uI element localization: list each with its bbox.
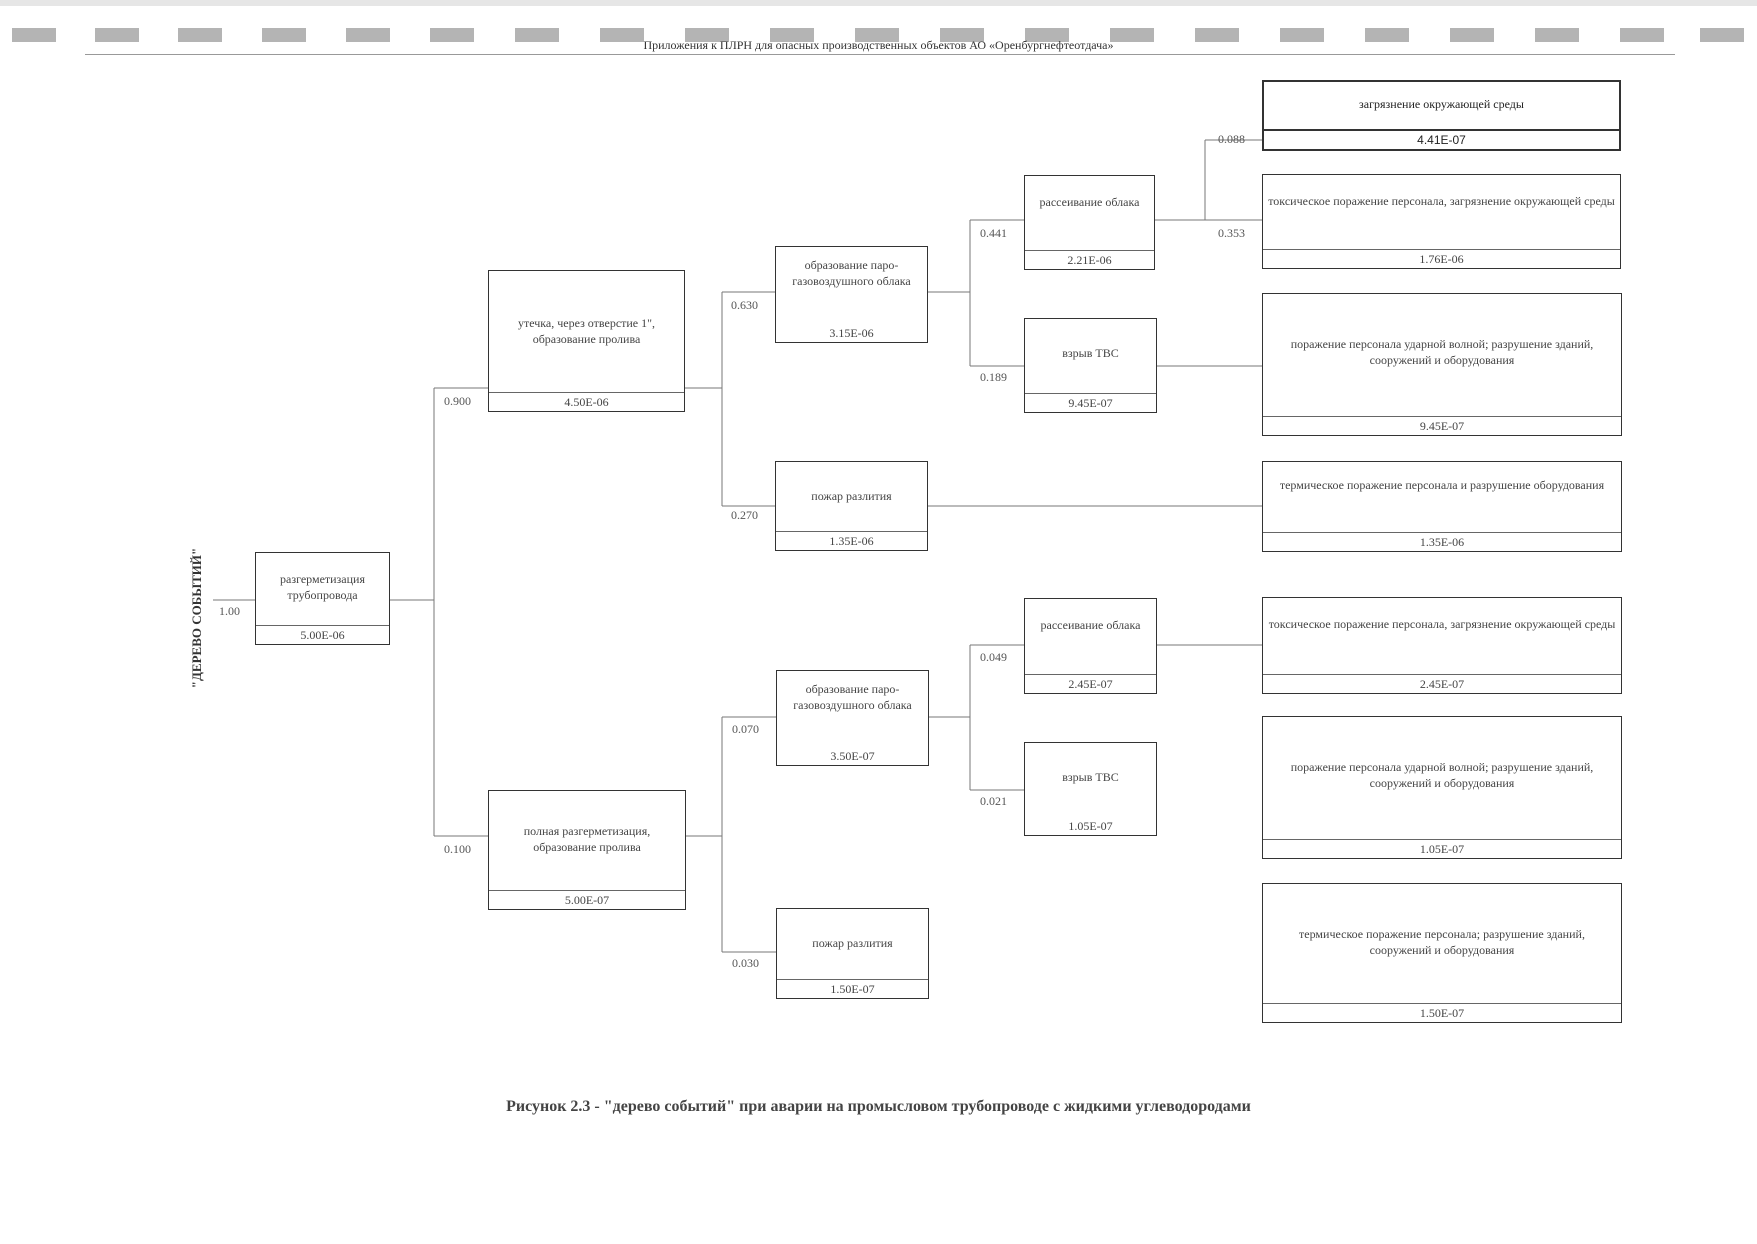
scan-mark — [1620, 28, 1664, 42]
outcome-4-label: термическое поражение персонала и разруш… — [1279, 478, 1605, 492]
pool-fire-2-label: пожар разлития — [812, 936, 893, 950]
prob-dispersion-1: 0.441 — [980, 226, 1007, 240]
cloud-formation-1-box: образование паро-газовоздушного облака 3… — [775, 246, 928, 343]
prob-explosion-1: 0.189 — [980, 370, 1007, 384]
outcome-5-value: 2.45E-07 — [1263, 674, 1621, 693]
cloud-dispersion-2-box: рассеивание облака 2.45E-07 — [1024, 598, 1157, 694]
outcome-3-box: поражение персонала ударной волной; разр… — [1262, 293, 1622, 436]
scan-mark — [346, 28, 390, 42]
outcome-3-label: поражение персонала ударной волной; разр… — [1290, 337, 1594, 367]
cloud-dispersion-1-label: рассеивание облака — [1039, 195, 1140, 209]
outcome-6-label: поражение персонала ударной волной; разр… — [1290, 760, 1594, 790]
page-header: Приложения к ПЛРН для опасных производст… — [643, 38, 1114, 52]
outcome-2-box: токсическое поражение персонала, загрязн… — [1262, 174, 1621, 269]
cloud-formation-2-value: 3.50E-07 — [830, 749, 875, 763]
prob-branch-1: 0.900 — [444, 394, 471, 408]
outcome-1-label: загрязнение окружающей среды — [1359, 97, 1524, 111]
scan-mark — [1535, 28, 1579, 42]
scan-mark — [685, 28, 729, 42]
scan-mark — [600, 28, 644, 42]
prob-root: 1.00 — [219, 604, 240, 618]
outcome-5-box: токсическое поражение персонала, загрязн… — [1262, 597, 1622, 694]
vapor-explosion-1-label: взрыв ТВС — [1062, 346, 1119, 360]
outcome-1-box: загрязнение окружающей среды 4.41E-07 — [1262, 80, 1621, 151]
outcome-7-box: термическое поражение персонала; разруше… — [1262, 883, 1622, 1023]
root-event-box: разгерметизация трубопровода 5.00E-06 — [255, 552, 390, 645]
scan-mark — [855, 28, 899, 42]
scan-top-strip — [0, 0, 1757, 6]
prob-outcome-1: 0.088 — [1218, 132, 1245, 146]
cloud-formation-2-label: образование паро-газовоздушного облака — [793, 682, 912, 712]
cloud-dispersion-1-box: рассеивание облака 2.21E-06 — [1024, 175, 1155, 270]
prob-outcome-2: 0.353 — [1218, 226, 1245, 240]
cloud-formation-1-value: 3.15E-06 — [829, 326, 874, 340]
outcome-7-value: 1.50E-07 — [1263, 1003, 1621, 1022]
outcome-1-value: 4.41E-07 — [1264, 129, 1619, 149]
prob-cloud-1: 0.630 — [731, 298, 758, 312]
cloud-formation-2-box: образование паро-газовоздушного облака 3… — [776, 670, 929, 766]
branch-full-rupture-label: полная разгерметизация, образование прол… — [523, 824, 651, 854]
scan-mark — [12, 28, 56, 42]
root-event-label: разгерметизация трубопровода — [280, 572, 365, 602]
header-rule — [85, 54, 1675, 55]
vapor-explosion-1-box: взрыв ТВС 9.45E-07 — [1024, 318, 1157, 413]
branch-leak-value: 4.50E-06 — [489, 392, 684, 411]
outcome-2-value: 1.76E-06 — [1263, 249, 1620, 268]
scan-mark — [940, 28, 984, 42]
scan-mark — [1365, 28, 1409, 42]
cloud-dispersion-2-label: рассеивание облака — [1040, 618, 1141, 632]
pool-fire-2-box: пожар разлития 1.50E-07 — [776, 908, 929, 999]
prob-fire-1: 0.270 — [731, 508, 758, 522]
pool-fire-2-value: 1.50E-07 — [777, 979, 928, 998]
figure-caption: Рисунок 2.3 - "дерево событий" при авари… — [506, 1098, 1251, 1115]
scan-mark — [262, 28, 306, 42]
vapor-explosion-2-value: 1.05E-07 — [1068, 819, 1113, 833]
scan-mark — [178, 28, 222, 42]
outcome-4-value: 1.35E-06 — [1263, 532, 1621, 551]
pool-fire-1-value: 1.35E-06 — [776, 531, 927, 550]
pool-fire-1-label: пожар разлития — [811, 489, 892, 503]
outcome-6-box: поражение персонала ударной волной; разр… — [1262, 716, 1622, 859]
outcome-4-box: термическое поражение персонала и разруш… — [1262, 461, 1622, 552]
outcome-6-value: 1.05E-07 — [1263, 839, 1621, 858]
cloud-dispersion-2-value: 2.45E-07 — [1025, 674, 1156, 693]
branch-leak-box: утечка, через отверстие 1", образование … — [488, 270, 685, 412]
outcome-3-value: 9.45E-07 — [1263, 416, 1621, 435]
scan-mark — [95, 28, 139, 42]
scan-mark — [1450, 28, 1494, 42]
prob-fire-2: 0.030 — [732, 956, 759, 970]
branch-leak-label: утечка, через отверстие 1", образование … — [517, 316, 656, 346]
outcome-7-label: термическое поражение персонала; разруше… — [1299, 927, 1585, 957]
cloud-dispersion-1-value: 2.21E-06 — [1025, 250, 1154, 269]
cloud-formation-1-label: образование паро-газовоздушного облака — [792, 258, 911, 288]
vapor-explosion-2-label: взрыв ТВС — [1062, 770, 1119, 784]
vapor-explosion-2-box: взрыв ТВС 1.05E-07 — [1024, 742, 1157, 836]
prob-branch-2: 0.100 — [444, 842, 471, 856]
prob-cloud-2: 0.070 — [732, 722, 759, 736]
scan-mark — [1700, 28, 1744, 42]
outcome-2-label: токсическое поражение персонала, загрязн… — [1268, 194, 1615, 208]
scan-mark — [430, 28, 474, 42]
vapor-explosion-1-value: 9.45E-07 — [1025, 393, 1156, 412]
scan-mark — [1280, 28, 1324, 42]
prob-dispersion-2: 0.049 — [980, 650, 1007, 664]
branch-full-rupture-box: полная разгерметизация, образование прол… — [488, 790, 686, 910]
scan-mark — [1025, 28, 1069, 42]
prob-explosion-2: 0.021 — [980, 794, 1007, 808]
scan-mark — [515, 28, 559, 42]
pool-fire-1-box: пожар разлития 1.35E-06 — [775, 461, 928, 551]
root-event-value: 5.00E-06 — [256, 625, 389, 644]
scan-mark — [770, 28, 814, 42]
scan-mark — [1195, 28, 1239, 42]
branch-full-rupture-value: 5.00E-07 — [489, 890, 685, 909]
tree-title: "ДЕРЕВО СОБЫТИЙ" — [189, 547, 204, 689]
outcome-5-label: токсическое поражение персонала, загрязн… — [1268, 617, 1616, 631]
scan-mark — [1110, 28, 1154, 42]
